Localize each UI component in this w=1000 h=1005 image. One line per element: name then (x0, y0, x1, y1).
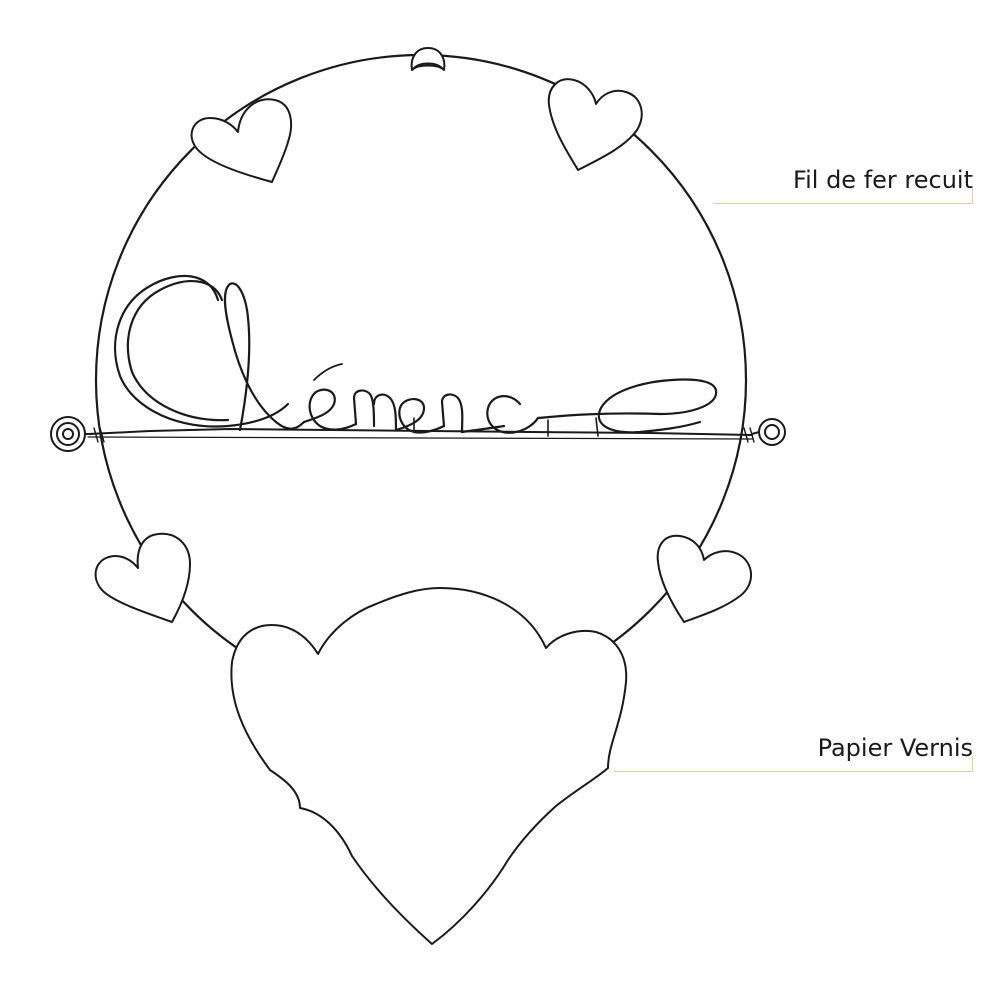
heart-bottom-right (656, 534, 752, 623)
label-paper: Papier Vernis (817, 734, 973, 762)
right-spiral (751, 418, 786, 446)
leader-tick-paper (972, 756, 973, 772)
wire-name-clemence (113, 274, 718, 437)
heart-top-right (547, 78, 643, 171)
leader-tick-wire (972, 188, 973, 204)
leader-line-wire (713, 203, 973, 204)
leader-line-paper (614, 771, 973, 772)
label-wire: Fil de fer recuit (793, 166, 973, 194)
heart-top-left (190, 98, 293, 183)
heart-bottom-left (94, 532, 191, 623)
big-paper-heart (230, 587, 628, 945)
left-spiral (50, 416, 93, 452)
